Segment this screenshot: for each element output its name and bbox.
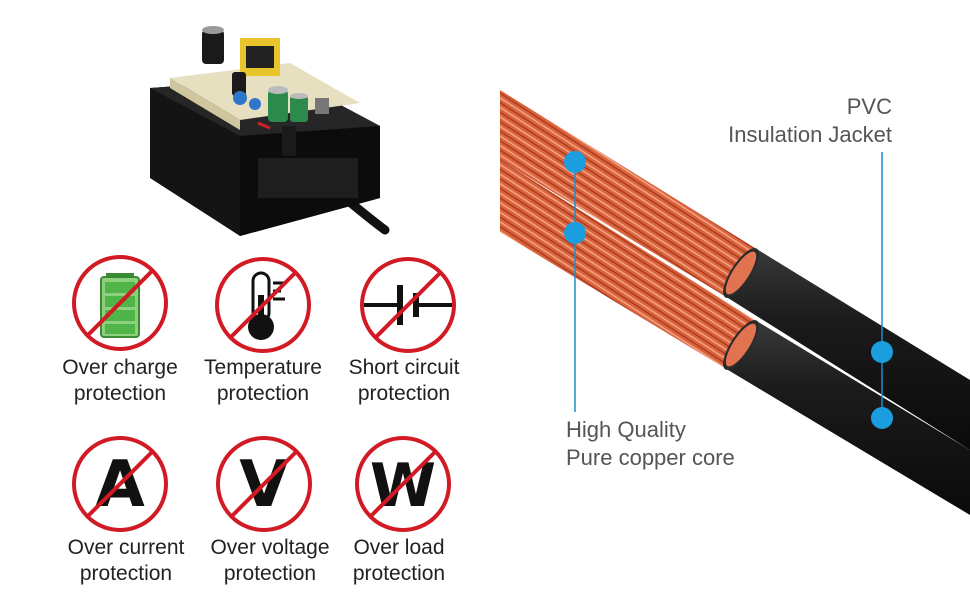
protection-label-temperature: Temperature protection [204, 356, 322, 405]
thermometer-icon [215, 257, 311, 353]
volt-icon: V [216, 436, 312, 532]
power-adapter-image [150, 26, 390, 236]
protection-label-over-voltage: Over voltage protection [210, 536, 330, 585]
protection-label-over-load: Over load protection [352, 536, 446, 585]
protection-label-short-circuit: Short circuit protection [348, 356, 460, 405]
battery-icon [72, 255, 168, 351]
cable-illustration [500, 90, 970, 515]
protection-label-over-charge: Over charge protection [62, 356, 178, 405]
copper-core-callout: High Quality Pure copper core [566, 417, 735, 470]
pvc-jacket-callout: PVC Insulation Jacket [728, 94, 892, 147]
ampere-icon: A [72, 436, 168, 532]
watt-icon: W [355, 436, 451, 532]
protection-label-over-current: Over current protection [67, 536, 185, 585]
capacitor-icon [360, 257, 456, 353]
